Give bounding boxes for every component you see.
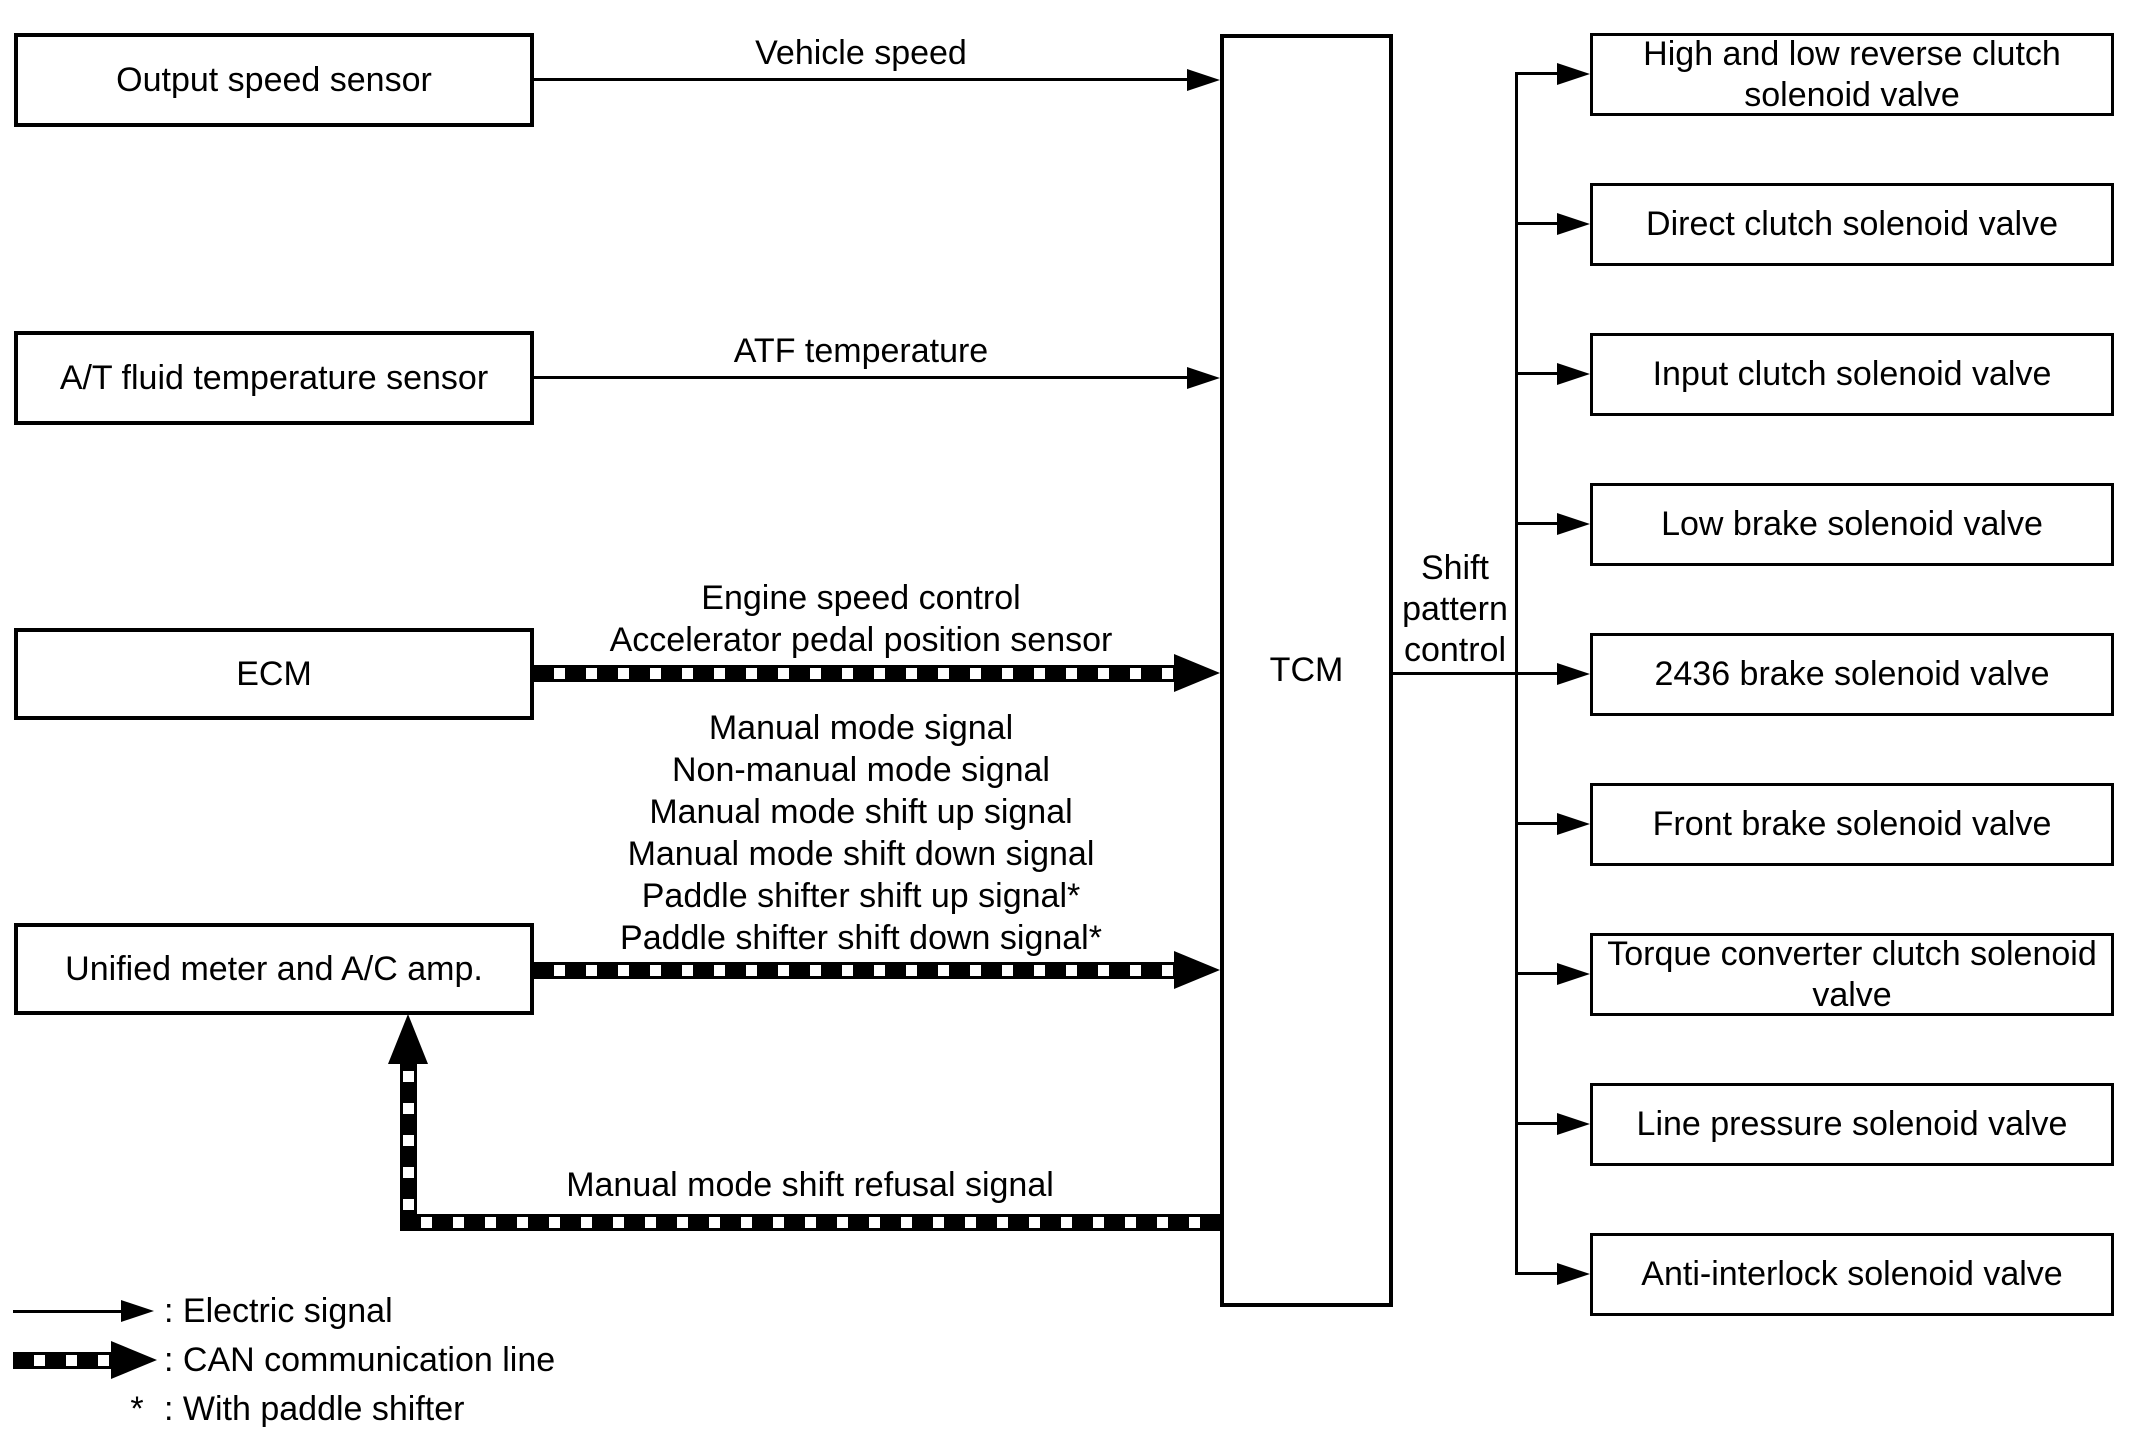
- box-low-brake-solenoid-valve-label: Low brake solenoid valve: [1661, 505, 2043, 543]
- box-direct-clutch-solenoid-valve-label: Direct clutch solenoid valve: [1646, 205, 2058, 243]
- meter-can-line: [533, 962, 1176, 979]
- atf-temperature-line: [533, 376, 1189, 379]
- legend-electric-arrowhead-icon: [121, 1300, 154, 1322]
- atf-temperature-arrowhead-icon: [1187, 367, 1220, 389]
- branch-arrowhead-high-low-reverse-icon: [1557, 63, 1590, 85]
- box-front-brake-solenoid-valve-label: Front brake solenoid valve: [1652, 805, 2052, 843]
- paddle-shifter-shift-down-signal-label: Paddle shifter shift down signal*: [620, 919, 1102, 957]
- box-line-pressure-solenoid-valve-label: Line pressure solenoid valve: [1636, 1105, 2068, 1143]
- paddle-shifter-shift-up-signal-label: Paddle shifter shift up signal*: [641, 877, 1081, 915]
- branch-arrowhead-anti-interlock-icon: [1557, 1263, 1590, 1285]
- legend-can-label: : CAN communication line: [164, 1341, 556, 1379]
- manual-mode-signal-label: Manual mode signal: [708, 709, 1014, 747]
- non-manual-mode-signal-label: Non-manual mode signal: [672, 751, 1050, 789]
- box-torque-converter-clutch-solenoid-valve-label: Torque converter clutch solenoid valve: [1607, 934, 2097, 1014]
- branch-line-high-low-reverse: [1515, 72, 1558, 75]
- box-unified-meter-ac-amp: Unified meter and A/C amp.: [14, 923, 534, 1015]
- box-at-fluid-temperature-sensor: A/T fluid temperature sensor: [14, 331, 534, 425]
- branch-line-torque-converter: [1515, 972, 1558, 975]
- box-2436-brake-solenoid-valve-label: 2436 brake solenoid valve: [1654, 655, 2050, 693]
- shift-pattern-control-label: Shift pattern control: [1402, 549, 1508, 669]
- vehicle-speed-label: Vehicle speed: [755, 34, 967, 72]
- refusal-can-arrowhead-icon: [388, 1014, 428, 1064]
- ecm-can-labels: Engine speed control Accelerator pedal p…: [533, 577, 1189, 661]
- box-high-low-reverse-clutch-solenoid-valve-label: High and low reverse clutch solenoid val…: [1643, 34, 2061, 114]
- branch-line-front-brake: [1515, 822, 1558, 825]
- ecm-can-arrowhead-icon: [1174, 654, 1220, 692]
- box-2436-brake-solenoid-valve: 2436 brake solenoid valve: [1590, 633, 2114, 716]
- legend-asterisk-label: : With paddle shifter: [164, 1390, 465, 1428]
- branch-line-anti-interlock: [1515, 1272, 1558, 1275]
- manual-mode-shift-up-signal-label: Manual mode shift up signal: [649, 793, 1073, 831]
- box-low-brake-solenoid-valve: Low brake solenoid valve: [1590, 483, 2114, 566]
- engine-speed-control-label: Engine speed control: [701, 579, 1021, 617]
- vehicle-speed-arrowhead-icon: [1187, 69, 1220, 91]
- branch-arrowhead-2436-brake-icon: [1557, 663, 1590, 685]
- box-direct-clutch-solenoid-valve: Direct clutch solenoid valve: [1590, 183, 2114, 266]
- output-trunk-line: [1515, 72, 1518, 1274]
- box-output-speed-sensor-label: Output speed sensor: [116, 60, 432, 99]
- shift-pattern-control-line: [1392, 672, 1558, 675]
- meter-can-arrowhead-icon: [1174, 951, 1220, 989]
- box-tcm: TCM: [1220, 34, 1393, 1307]
- manual-mode-shift-refusal-label: Manual mode shift refusal signal: [566, 1166, 1054, 1204]
- box-ecm: ECM: [14, 628, 534, 720]
- branch-arrowhead-line-pressure-icon: [1557, 1113, 1590, 1135]
- branch-arrowhead-front-brake-icon: [1557, 813, 1590, 835]
- box-torque-converter-clutch-solenoid-valve: Torque converter clutch solenoid valve: [1590, 933, 2114, 1016]
- box-output-speed-sensor: Output speed sensor: [14, 33, 534, 127]
- box-front-brake-solenoid-valve: Front brake solenoid valve: [1590, 783, 2114, 866]
- legend-asterisk-symbol: *: [130, 1390, 144, 1428]
- legend-electric-label: : Electric signal: [164, 1292, 393, 1330]
- legend-electric-line: [13, 1310, 123, 1313]
- accelerator-pedal-position-sensor-label: Accelerator pedal position sensor: [609, 621, 1113, 659]
- branch-arrowhead-direct-clutch-icon: [1557, 213, 1590, 235]
- box-input-clutch-solenoid-valve-label: Input clutch solenoid valve: [1652, 355, 2052, 393]
- ecm-can-line: [533, 665, 1176, 682]
- box-at-fluid-temperature-sensor-label: A/T fluid temperature sensor: [59, 358, 489, 397]
- branch-line-line-pressure: [1515, 1122, 1558, 1125]
- branch-arrowhead-low-brake-icon: [1557, 513, 1590, 535]
- refusal-can-line-horizontal: [400, 1214, 1220, 1231]
- box-tcm-label: TCM: [1269, 651, 1344, 689]
- box-input-clutch-solenoid-valve: Input clutch solenoid valve: [1590, 333, 2114, 416]
- atf-temperature-label: ATF temperature: [733, 332, 989, 370]
- manual-mode-shift-down-signal-label: Manual mode shift down signal: [627, 835, 1095, 873]
- refusal-can-line-vertical: [400, 1062, 417, 1231]
- box-unified-meter-ac-amp-label: Unified meter and A/C amp.: [65, 949, 483, 988]
- box-line-pressure-solenoid-valve: Line pressure solenoid valve: [1590, 1083, 2114, 1166]
- branch-arrowhead-torque-converter-icon: [1557, 963, 1590, 985]
- meter-can-labels: Manual mode signal Non-manual mode signa…: [533, 707, 1189, 959]
- vehicle-speed-line: [533, 78, 1189, 81]
- branch-line-input-clutch: [1515, 372, 1558, 375]
- box-anti-interlock-solenoid-valve-label: Anti-interlock solenoid valve: [1641, 1255, 2063, 1293]
- legend-can-line: [13, 1352, 113, 1369]
- branch-arrowhead-input-clutch-icon: [1557, 363, 1590, 385]
- legend-can-arrowhead-icon: [111, 1341, 157, 1379]
- box-anti-interlock-solenoid-valve: Anti-interlock solenoid valve: [1590, 1233, 2114, 1316]
- branch-line-direct-clutch: [1515, 222, 1558, 225]
- branch-line-low-brake: [1515, 522, 1558, 525]
- box-high-low-reverse-clutch-solenoid-valve: High and low reverse clutch solenoid val…: [1590, 33, 2114, 116]
- box-ecm-label: ECM: [236, 654, 312, 693]
